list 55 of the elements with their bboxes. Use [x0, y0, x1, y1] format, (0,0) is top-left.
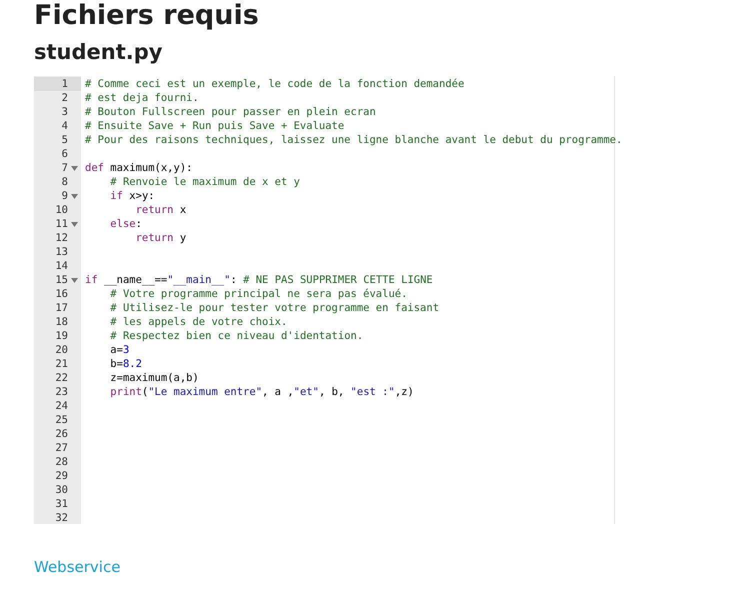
code-line: if __name__=="__main__": # NE PAS SUPPRIMER CETTE LIGNE	[85, 273, 433, 287]
line-number: 14	[54, 259, 68, 273]
code-line: # est deja fourni.	[85, 91, 199, 105]
line-number: 6	[60, 147, 68, 161]
line-number: 16	[54, 287, 68, 301]
line-number: 22	[54, 371, 68, 385]
code-line: # Renvoie le maximum de x et y	[109, 175, 300, 189]
code-line: # les appels de votre choix.	[109, 315, 288, 329]
line-number: 23	[54, 385, 68, 399]
code-line: def maximum(x,y):	[85, 161, 192, 175]
code-line: b=8.2	[109, 357, 142, 371]
code-line: # Respectez bien ce niveau d'identation.	[109, 329, 364, 343]
line-number: 24	[54, 399, 68, 413]
line-number: 26	[54, 427, 68, 441]
code-line: if x>y:	[109, 189, 155, 203]
line-number: 5	[60, 133, 68, 147]
line-number: 19	[54, 329, 68, 343]
line-number: 12	[54, 231, 68, 245]
line-number: 13	[54, 245, 68, 259]
code-line: # Votre programme principal ne sera pas évalué.	[109, 287, 408, 301]
line-number: 21	[54, 357, 68, 371]
code-line: return y	[134, 231, 186, 245]
code-line: # Ensuite Save + Run puis Save + Evaluate	[85, 119, 344, 133]
line-number: 18	[54, 315, 68, 329]
line-number: 31	[54, 497, 68, 511]
code-line: print("Le maximum entre", a ,"et", b, "est :",z)	[109, 385, 414, 399]
line-number: 7	[60, 161, 68, 175]
line-number: 15	[54, 273, 68, 287]
code-line: # Pour des raisons techniques, laissez une ligne blanche avant le debut du programme.	[85, 133, 622, 147]
line-number: 32	[54, 511, 68, 525]
code-line: return x	[134, 203, 186, 217]
line-number: 29	[54, 469, 68, 483]
code-line: # Bouton Fullscreen pour passer en plein ecran	[85, 105, 376, 119]
webservice-link: Webservice	[34, 558, 120, 576]
line-number: 8	[60, 175, 68, 189]
line-number: 9	[60, 189, 68, 203]
code-line: # Utilisez-le pour tester votre programme en faisant	[109, 301, 440, 315]
code-line: else:	[109, 217, 142, 231]
line-number: 30	[54, 483, 68, 497]
page-heading: Fichiers requis	[34, 0, 259, 31]
line-number: 11	[54, 217, 68, 231]
line-number: 3	[60, 105, 68, 119]
line-number: 28	[54, 455, 68, 469]
file-heading: student.py	[34, 40, 162, 64]
line-number: 17	[54, 301, 68, 315]
line-number: 4	[60, 119, 68, 133]
code-line: z=maximum(a,b)	[109, 371, 199, 385]
line-number: 2	[60, 91, 68, 105]
line-number: 1	[34, 77, 81, 91]
line-number: 20	[54, 343, 68, 357]
line-number: 27	[54, 441, 68, 455]
line-number: 25	[54, 413, 68, 427]
line-number: 10	[54, 203, 68, 217]
code-line: a=3	[109, 343, 130, 357]
code-line: # Comme ceci est un exemple, le code de la fonction demandée	[85, 77, 464, 91]
